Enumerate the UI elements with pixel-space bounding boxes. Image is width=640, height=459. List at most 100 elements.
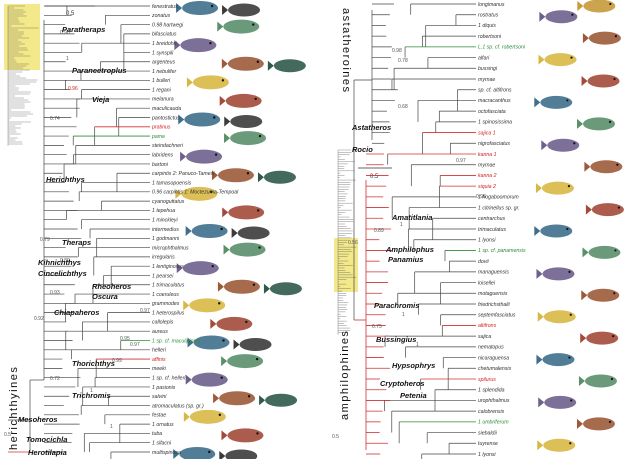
tip-label: 1 lyonsi (478, 238, 496, 244)
support-value: 0.92 (34, 316, 44, 322)
tip-label: L.1 sp. cf. robertsoni (478, 45, 526, 51)
genus-cincelichthys: Cincelichthys (38, 269, 87, 278)
tip-label: bussingi (478, 66, 498, 72)
tip-label: multispinosa (152, 450, 181, 456)
genus-chiapaheros: Chiapaheros (54, 308, 99, 317)
tip-label: 1 tepehua (152, 208, 175, 214)
fish-image (539, 10, 578, 24)
fish-image (267, 59, 306, 73)
fish-image (578, 374, 617, 388)
left-overview-branches (7, 5, 39, 146)
fish-image (585, 203, 624, 217)
tip-label: 1 minckleyi (152, 218, 179, 224)
tip-label: altifrons (478, 323, 497, 329)
tip-label: 1 sp. cf. panamensis (478, 248, 526, 254)
tip-label: 0.98 hartwegi (152, 22, 184, 28)
tip-label: aureus (152, 329, 168, 335)
support-value: 0.5 (332, 434, 339, 440)
genus-oscura: Oscura (92, 292, 118, 301)
tip-label: kanna 1 (478, 152, 497, 158)
fish-image (187, 335, 230, 350)
tip-label: fenestratus (152, 4, 178, 10)
right-genus-labels: AstatherosRocioAmatitlaniaAmphilophusPan… (351, 123, 435, 400)
tip-label: tuba (152, 431, 162, 437)
fish-image (541, 138, 580, 152)
tribe-amphilophines: amphilophines (339, 330, 351, 420)
fish-image (178, 112, 221, 127)
genus-kihnichthys: Kihnichthys (38, 258, 81, 267)
tip-label: 1 synspili (152, 50, 174, 56)
fish-image (233, 338, 272, 351)
right-fish-images (534, 0, 624, 452)
support-value: 0.93 (50, 290, 60, 296)
genus-bussingius: Bussingius (376, 335, 416, 344)
tip-label: myrnae (478, 163, 495, 169)
support-value: 0.98 (60, 30, 70, 36)
genus-paraneetroplus: Paraneetroplus (72, 66, 127, 75)
tip-label: 1 ornatus (152, 422, 174, 428)
left-overview-tree (4, 4, 40, 146)
support-value: 1 (416, 342, 419, 348)
fish-image (176, 1, 219, 15)
support-value: 0.97 (140, 308, 150, 314)
support-value: 0.95 (120, 336, 130, 342)
tip-label: 1 lentiginosus (152, 264, 184, 270)
fish-image (180, 149, 223, 164)
tip-label: 1 godmanni (152, 236, 180, 242)
tip-label: 1 splendida (478, 388, 505, 394)
tip-label: 1 breidohri (152, 41, 177, 47)
fish-image (185, 224, 228, 238)
tip-label: 1 sifacni (152, 441, 172, 447)
tip-label: calobrensis (478, 409, 505, 415)
fish-image (538, 53, 577, 67)
genus-trichromis: Trichromis (72, 391, 111, 400)
support-value: 0.74 (50, 116, 60, 122)
tip-label: pame (151, 134, 165, 140)
support-value: 0.78 (398, 58, 408, 64)
fish-image (175, 186, 218, 201)
tip-label: argenteus (152, 60, 175, 66)
tip-label: festae (152, 413, 166, 419)
genus-panamius: Panamius (388, 255, 423, 264)
fish-image (211, 168, 254, 183)
fish-image (183, 298, 226, 313)
tip-label: 1 bulleri (152, 78, 171, 84)
fish-image (581, 288, 620, 302)
fish-image (183, 409, 226, 424)
support-value: 0.56 (348, 240, 358, 246)
genus-rocio: Rocio (352, 145, 373, 154)
fish-image (576, 417, 615, 431)
left-overview-highlight (4, 4, 40, 70)
tribe-astatheroines: astatheroines (340, 8, 352, 94)
tip-label: dovii (478, 259, 490, 265)
tip-label: sajica (478, 334, 491, 340)
tip-label: steindachneri (152, 143, 184, 149)
fish-image (213, 391, 256, 406)
support-value: 0.79 (40, 237, 50, 243)
left-fish-images (173, 1, 306, 459)
tip-label: 1 citrinellus sp. gr. (478, 205, 520, 211)
tip-label: motaguensis (478, 291, 508, 297)
support-value: 1 (402, 312, 405, 318)
left-support-values: 0.980.960.740.790.890.930.970.720.920.95… (4, 30, 150, 438)
tip-label: 1 tamasopoensis (152, 180, 192, 186)
tip-label: pratinus (151, 125, 171, 131)
fish-image (221, 428, 264, 443)
tip-label: melanura (152, 97, 174, 103)
fish-image (176, 261, 219, 276)
tip-label: maculicauda (152, 106, 181, 112)
fish-image (580, 331, 619, 345)
fish-image (259, 393, 298, 407)
genus-tomocichla: Tomocichla (26, 435, 67, 444)
support-value: 0.98 (392, 48, 402, 54)
tip-label: sajica 1 (478, 130, 496, 136)
fish-image (581, 74, 620, 88)
tip-label: salvini (152, 394, 167, 400)
support-value: 0.89 (374, 228, 384, 234)
right-top-tribe: astatheroines (340, 8, 352, 94)
fish-image (577, 0, 616, 13)
tip-label: pantostictus (151, 115, 180, 121)
genus-herotilapia: Herotilapia (28, 448, 67, 457)
